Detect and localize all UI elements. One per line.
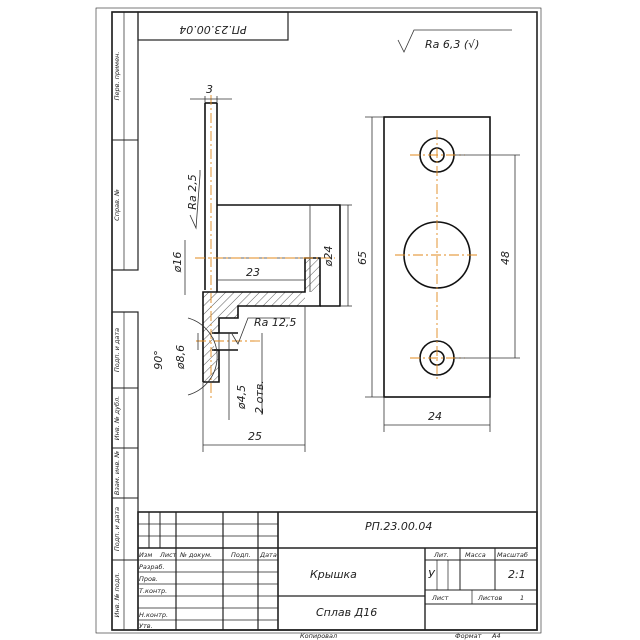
mass-label: Масса (465, 551, 486, 559)
footer-format: Формат (455, 632, 482, 640)
dim-angle90: 90° (152, 350, 165, 370)
hdr-list: Лист (159, 551, 177, 559)
section-dimensions: 3 Ra 2,5 ø16 23 ø24 Ra 12,5 90° ø8,6 ø4,… (152, 83, 352, 452)
role-prov: Пров. (139, 575, 158, 583)
title-block: РП.23.00.04 Крышка Сплав Д16 Изм Лист № … (137, 511, 538, 631)
top-stamp-code: РП.23.00.04 (179, 23, 246, 36)
left-margin-strip: Перв. примен. Справ. № Подп. и дата Инв.… (111, 11, 139, 631)
sheet-frame (95, 7, 542, 634)
roughness-hole-text: Ra 12,5 (254, 316, 296, 329)
roughness-general: Ra 6,3 (√) (397, 29, 512, 53)
dim-width24: 24 (428, 410, 442, 423)
title-part-name: Крышка (310, 568, 357, 581)
roughness-face-text: Ra 2,5 (186, 174, 199, 209)
role-tkontr: Т.контр. (139, 587, 167, 595)
scale-label: Масштаб (497, 551, 528, 559)
footer-copied: Копировал (300, 632, 337, 640)
sheets-value: 1 (520, 594, 524, 602)
dim-wall-3: 3 (206, 83, 213, 96)
title-material: Сплав Д16 (316, 606, 377, 619)
top-stamp: РП.23.00.04 (137, 11, 289, 41)
hdr-data: Дата (259, 551, 277, 559)
dim-height65: 65 (356, 251, 369, 265)
hdr-podp: Подп. (231, 551, 251, 559)
role-nkontr: Н.контр. (139, 611, 168, 619)
dim-holes: 2 отв. (253, 380, 266, 414)
scale-value: 2:1 (508, 568, 526, 581)
dim-dia86: ø8,6 (174, 345, 187, 370)
footer: Копировал Формат А4 (300, 632, 501, 640)
title-doc-code: РП.23.00.04 (365, 520, 432, 533)
lit-label: Лит. (433, 551, 449, 559)
dim-len25: 25 (248, 430, 262, 443)
side-label-perv: Перв. примен. (113, 52, 121, 101)
sheets-label: Листов (477, 594, 502, 602)
side-label-inv-dubl: Инв. № дубл. (113, 396, 121, 440)
side-label-podp-1: Подп. и дата (113, 328, 121, 372)
sheet-label: Лист (431, 594, 449, 602)
dim-dia16: ø16 (171, 252, 184, 274)
hdr-izm: Изм (139, 551, 152, 559)
side-label-sprav: Справ. № (113, 189, 121, 221)
front-outline (383, 116, 491, 398)
lit-value: У (428, 568, 436, 581)
dim-dia24: ø24 (322, 246, 335, 268)
side-label-vzam: Взам. инв. № (113, 451, 121, 495)
dim-spacing48: 48 (499, 251, 512, 265)
roughness-general-text: Ra 6,3 (√) (425, 38, 479, 51)
front-view (383, 116, 491, 398)
role-razrab: Разраб. (139, 563, 165, 571)
role-utv: Утв. (139, 622, 153, 630)
footer-format-value: А4 (491, 632, 501, 640)
side-label-podp-2: Подп. и дата (113, 507, 121, 551)
side-label-inv-podl: Инв. № подл. (113, 573, 121, 618)
front-dimensions: 65 48 24 (356, 116, 520, 432)
dim-dia45: ø4,5 (235, 385, 248, 410)
hdr-ndok: № докум. (179, 551, 212, 559)
dim-len23: 23 (246, 266, 260, 279)
